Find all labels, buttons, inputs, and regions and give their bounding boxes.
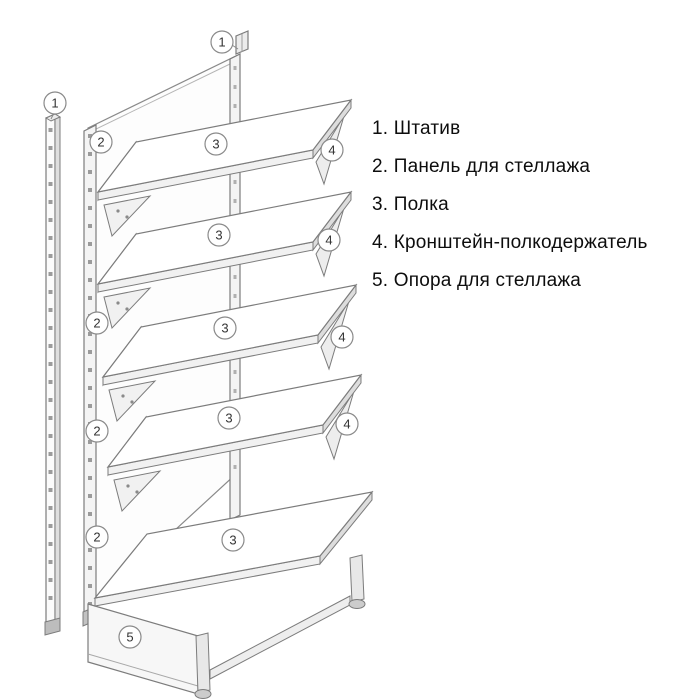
callout-circle bbox=[335, 412, 359, 436]
callout-number: 1 bbox=[218, 35, 225, 50]
callout-panel-1: 2 bbox=[89, 130, 113, 154]
rail-side-face bbox=[54, 113, 61, 623]
bracket-hole bbox=[125, 215, 129, 219]
rail-front-face bbox=[45, 113, 56, 625]
callout-bracket-2: 4 bbox=[317, 228, 341, 252]
base-front-leg bbox=[195, 632, 211, 694]
callout-panel-2: 2 bbox=[85, 311, 109, 335]
callout-number: 2 bbox=[93, 530, 100, 545]
upright-rail bbox=[44, 113, 62, 636]
left-post bbox=[82, 124, 98, 627]
callout-circle bbox=[118, 625, 142, 649]
callout-number: 2 bbox=[93, 424, 100, 439]
callout-number: 2 bbox=[93, 316, 100, 331]
callout-number: 3 bbox=[225, 411, 232, 426]
callout-number: 3 bbox=[212, 137, 219, 152]
callout-circle bbox=[207, 223, 231, 247]
callout-number: 4 bbox=[338, 330, 345, 345]
bracket-hole bbox=[116, 209, 120, 213]
callout-panel-4: 2 bbox=[85, 525, 109, 549]
callout-circle bbox=[330, 325, 354, 349]
callout-circle bbox=[221, 528, 245, 552]
callout-number: 4 bbox=[328, 143, 335, 158]
bracket-hole bbox=[125, 307, 129, 311]
adjustable-foot bbox=[194, 689, 212, 699]
legend-item-stand: 1. Штатив bbox=[372, 118, 461, 139]
callout-bracket-1: 4 bbox=[320, 138, 344, 162]
bracket-hole bbox=[135, 490, 139, 494]
adjustable-foot bbox=[348, 599, 366, 609]
callout-shelf-5: 3 bbox=[221, 528, 245, 552]
callout-circle bbox=[85, 311, 109, 335]
wall-bracket bbox=[235, 30, 249, 55]
legend-item-bracket: 4. Кронштейн-полкодержатель bbox=[372, 232, 648, 253]
legend-item-shelf: 3. Полка bbox=[372, 194, 449, 215]
callout-stand-top: 1 bbox=[210, 30, 239, 54]
callout-circle bbox=[210, 30, 234, 54]
callout-support: 5 bbox=[118, 625, 142, 649]
callout-circle bbox=[317, 228, 341, 252]
bracket-hole bbox=[130, 400, 134, 404]
callout-panel-3: 2 bbox=[85, 419, 109, 443]
callout-circle bbox=[213, 316, 237, 340]
legend-item-panel: 2. Панель для стеллажа bbox=[372, 156, 591, 177]
callout-shelf-1: 3 bbox=[204, 132, 228, 156]
callout-number: 3 bbox=[229, 533, 236, 548]
callout-shelf-4: 3 bbox=[217, 406, 241, 430]
bracket-hole bbox=[116, 301, 120, 305]
callout-circle bbox=[85, 419, 109, 443]
callout-circle bbox=[89, 130, 113, 154]
callout-stand-rail: 1 bbox=[43, 91, 67, 120]
callout-number: 5 bbox=[126, 630, 133, 645]
callout-number: 1 bbox=[51, 96, 58, 111]
bracket-hole bbox=[121, 394, 125, 398]
back-panel-top-rim bbox=[91, 62, 233, 132]
base-right-leg bbox=[349, 554, 365, 603]
rail-foot bbox=[44, 617, 61, 636]
callout-bracket-3: 4 bbox=[330, 325, 354, 349]
callout-circle bbox=[217, 406, 241, 430]
callout-number: 4 bbox=[343, 417, 350, 432]
callout-number: 2 bbox=[97, 135, 104, 150]
base-support bbox=[87, 554, 366, 699]
legend: 1. Штатив 2. Панель для стеллажа 3. Полк… bbox=[372, 110, 692, 300]
callout-shelf-2: 3 bbox=[207, 223, 231, 247]
base-panel bbox=[87, 603, 199, 695]
base-bottom-rail bbox=[209, 595, 351, 680]
bracket-hole bbox=[126, 484, 130, 488]
callout-circle bbox=[85, 525, 109, 549]
callout-number: 3 bbox=[221, 321, 228, 336]
callout-circle bbox=[204, 132, 228, 156]
base-panel-rim bbox=[87, 653, 199, 687]
callout-circle bbox=[43, 91, 67, 115]
callout-number: 3 bbox=[215, 228, 222, 243]
legend-item-support: 5. Опора для стеллажа bbox=[372, 270, 582, 291]
callout-shelf-3: 3 bbox=[213, 316, 237, 340]
callout-bracket-4: 4 bbox=[335, 412, 359, 436]
rail-top-cap bbox=[44, 113, 62, 122]
callout-circle bbox=[320, 138, 344, 162]
callout-number: 4 bbox=[325, 233, 332, 248]
